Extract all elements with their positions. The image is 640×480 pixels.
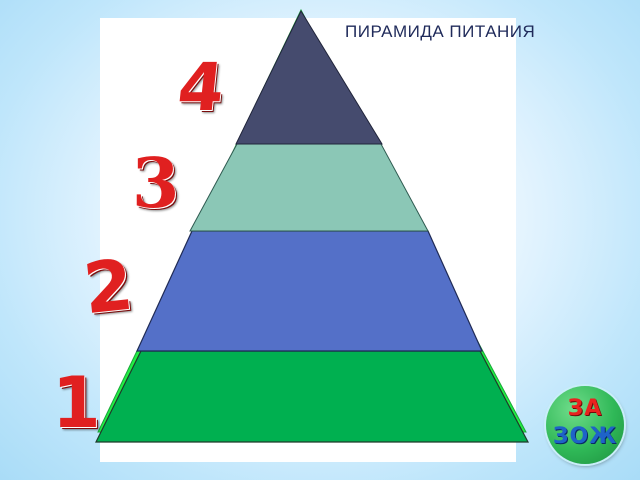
pyramid-level-2 [136,230,483,352]
pyramid-level-4 [235,9,383,145]
badge-line-2: ЗОЖ [552,424,618,449]
healthy-lifestyle-badge: ЗА ЗОЖ [546,386,624,464]
level-number-4: 4 [174,49,229,126]
level-number-3: 3 [132,144,180,224]
page-title: ПИРАМИДА ПИТАНИЯ [345,22,536,41]
level-number-1: 1 [52,362,101,444]
level-number-2: 2 [79,243,137,331]
badge-line-1: ЗА [567,396,603,421]
pyramid-level-1 [95,350,529,443]
pyramid-level-3 [189,143,429,232]
